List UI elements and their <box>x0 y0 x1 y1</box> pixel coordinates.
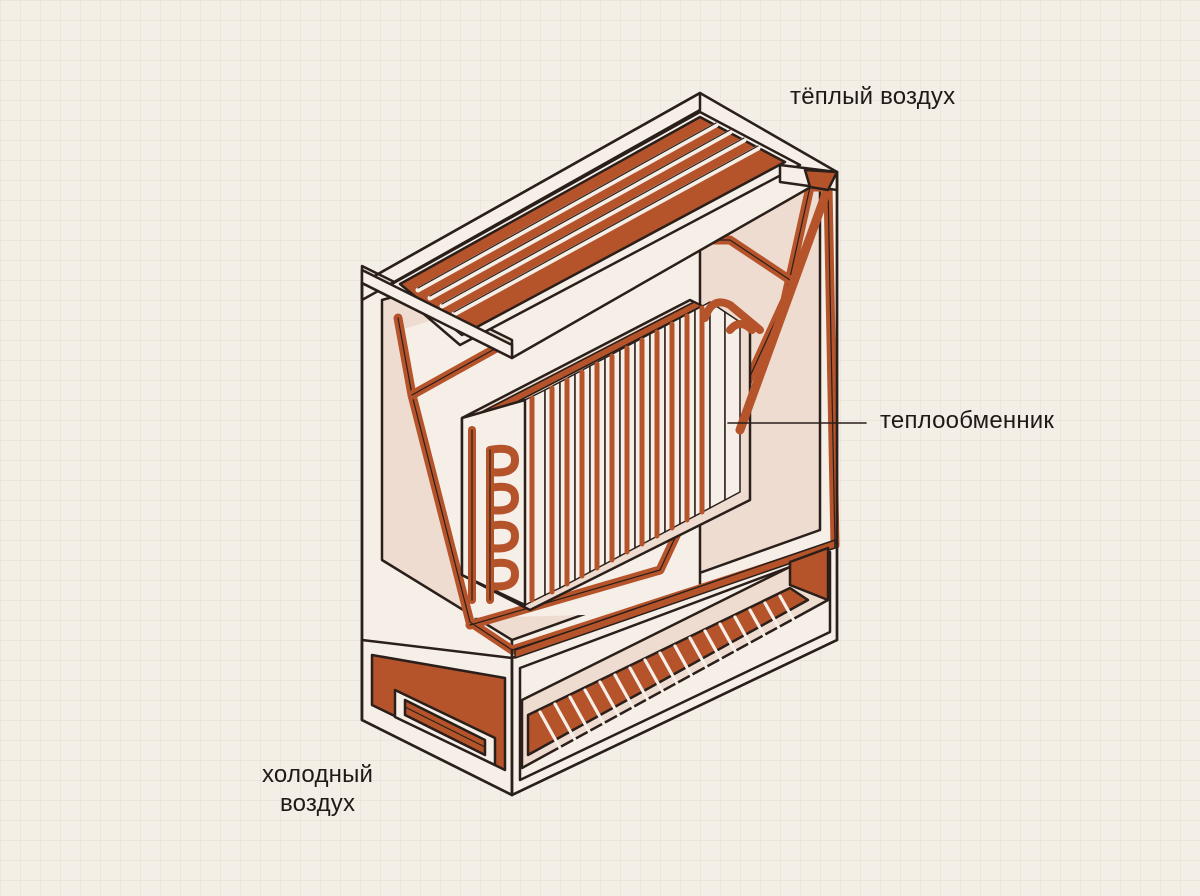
cold-air-label-line1: холодный <box>262 761 374 788</box>
heat-exchanger-label: теплообменник <box>880 407 1055 434</box>
top-grille-icon <box>360 91 839 360</box>
copper-strut <box>735 183 833 435</box>
cold-air-label: холодный воздух <box>262 760 373 818</box>
bottom-grille-icon <box>526 586 810 757</box>
heat-exchanger-coil-icon <box>460 298 764 612</box>
cold-air-label-line2: воздух <box>279 790 356 817</box>
warm-air-label: тёплый воздух <box>790 83 956 110</box>
